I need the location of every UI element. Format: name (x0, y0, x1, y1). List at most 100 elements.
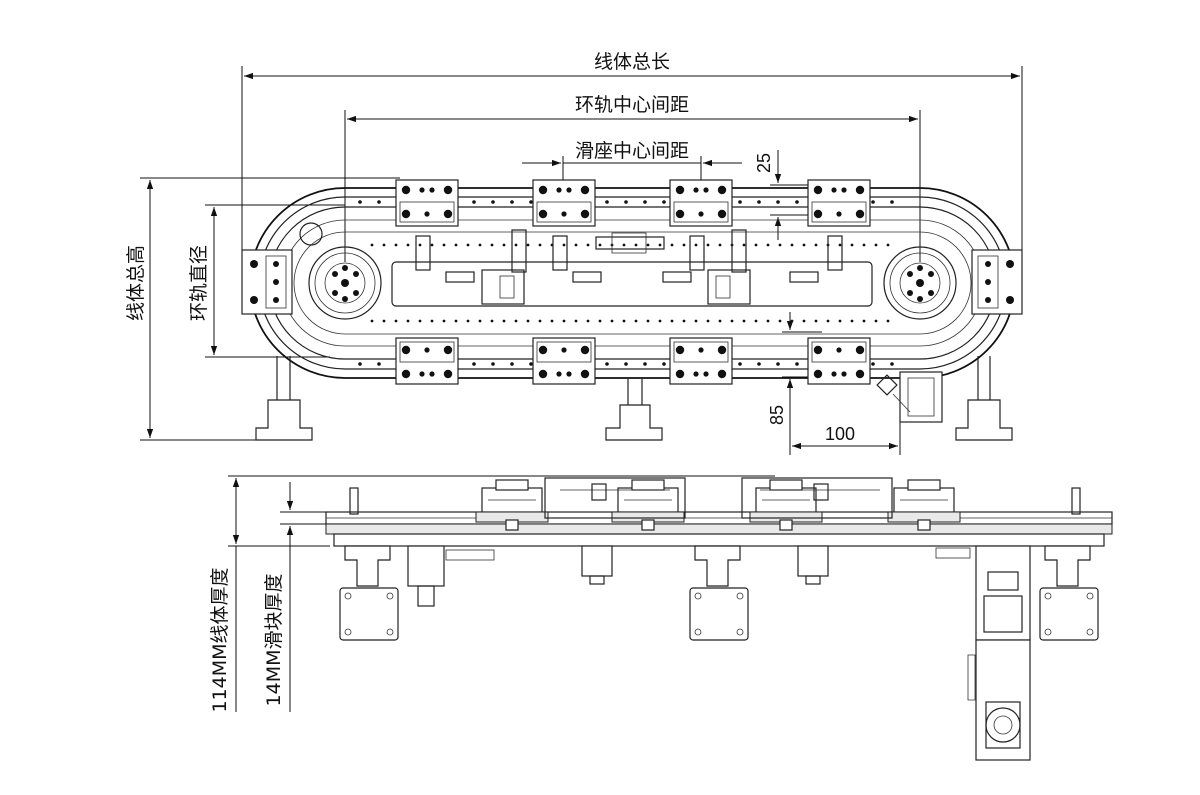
track-hole (682, 243, 686, 247)
track-hole (358, 200, 362, 204)
track-hole (862, 319, 866, 323)
ring-diameter-label: 环轨直径 (188, 245, 210, 321)
track-hole (776, 362, 780, 366)
track-hole (814, 319, 818, 323)
slider-block (669, 337, 733, 385)
track-hole (622, 243, 626, 247)
track-hole (538, 319, 542, 323)
track-holes (358, 200, 894, 366)
slider-block (532, 337, 596, 385)
track-hole (874, 243, 878, 247)
track-hole (742, 243, 746, 247)
track-hole (682, 319, 686, 323)
ring-center-distance-dimension: 环轨中心间距 (344, 94, 921, 262)
side-sliders (475, 479, 961, 531)
track-hole (742, 319, 746, 323)
ring-center-distance-label: 环轨中心间距 (575, 94, 689, 116)
slider-center-distance-label: 滑座中心间距 (575, 140, 689, 162)
track-hole (586, 243, 590, 247)
track-hole (529, 200, 533, 204)
side-rails (325, 511, 1113, 547)
dim-100-label: 100 (825, 424, 855, 444)
track-hole (766, 243, 770, 247)
track-hole (871, 362, 875, 366)
track-hole (598, 319, 602, 323)
dim-25: 25 (754, 150, 810, 240)
track-hole (526, 243, 530, 247)
track-hole (491, 200, 495, 204)
slider-thickness-label: 14MM滑块厚度 (263, 574, 285, 707)
track-hole (622, 319, 626, 323)
track-hole (802, 243, 806, 247)
track-hole (778, 319, 782, 323)
overall-height-label: 线体总高 (125, 245, 147, 321)
track-hole (718, 319, 722, 323)
track-hole (454, 243, 458, 247)
track-hole (406, 319, 410, 323)
track-hole (757, 362, 761, 366)
track-hole (442, 243, 446, 247)
track-hole (610, 319, 614, 323)
track-hole (605, 200, 609, 204)
track-hole (529, 362, 533, 366)
track-hole (370, 243, 374, 247)
track-hole (862, 243, 866, 247)
track-hole (838, 243, 842, 247)
track-hole (718, 243, 722, 247)
slider-thickness-dimension: 14MM滑块厚度 (263, 482, 330, 712)
track-hole (466, 243, 470, 247)
track-hole (472, 200, 476, 204)
track-hole (850, 319, 854, 323)
track-hole (491, 362, 495, 366)
side-hangers (407, 545, 971, 607)
track-hole (662, 200, 666, 204)
track-hole (382, 243, 386, 247)
track-hole (730, 319, 734, 323)
track-hole (466, 319, 470, 323)
bottom-sliders (395, 337, 871, 385)
track-hole (850, 243, 854, 247)
track-hole (514, 319, 518, 323)
track-hole (377, 200, 381, 204)
track-hole (502, 319, 506, 323)
track-hole (890, 362, 894, 366)
top-legs (255, 356, 1013, 441)
track-hole (574, 243, 578, 247)
track-hole (624, 200, 628, 204)
overall-length-dimension: 线体总长 (241, 51, 1023, 250)
side-frames (349, 477, 1081, 519)
track-hole (514, 243, 518, 247)
side-motor (967, 545, 1031, 761)
track-hole (478, 319, 482, 323)
slider-block (807, 179, 871, 227)
track-hole (754, 319, 758, 323)
track-hole (562, 319, 566, 323)
track-hole (757, 200, 761, 204)
track-hole (670, 243, 674, 247)
side-slider-block (475, 479, 549, 531)
track-hole (694, 243, 698, 247)
ring-diameter-dimension: 环轨直径 (188, 204, 345, 358)
slider-block (395, 337, 459, 385)
track-hole (454, 319, 458, 323)
side-legs (339, 545, 1099, 641)
inner-mechanisms (415, 229, 843, 305)
track-hole (526, 319, 530, 323)
track-hole (790, 319, 794, 323)
track-hole (766, 319, 770, 323)
track-hole (738, 200, 742, 204)
track-hole (358, 362, 362, 366)
left-wheel (308, 246, 382, 320)
track-hole (890, 200, 894, 204)
track-hole (430, 243, 434, 247)
track-hole (795, 362, 799, 366)
track-hole (430, 319, 434, 323)
track-hole (795, 200, 799, 204)
track-hole (754, 243, 758, 247)
track-hole (670, 319, 674, 323)
track-hole (418, 319, 422, 323)
track-hole (706, 243, 710, 247)
track-hole (442, 319, 446, 323)
overall-height-dimension: 线体总高 (125, 177, 400, 441)
